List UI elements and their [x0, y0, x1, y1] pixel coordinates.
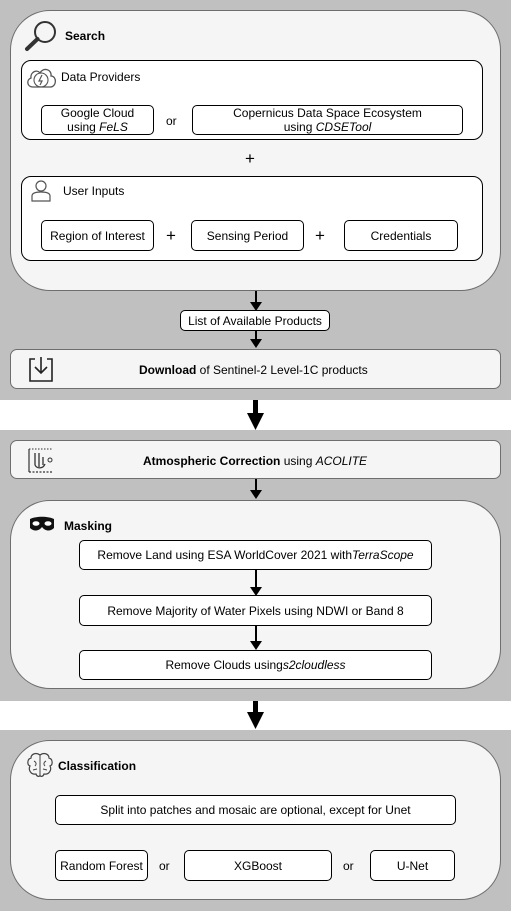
arrow-head [250, 490, 262, 499]
random-forest-box: Random Forest [55, 850, 148, 881]
remove-clouds-box: Remove Clouds using s2cloudless [79, 650, 432, 680]
masking-title: Masking [64, 519, 113, 533]
plus-sign: + [166, 226, 176, 245]
remove-water-box: Remove Majority of Water Pixels using ND… [79, 595, 432, 626]
search-icon [25, 21, 56, 51]
or-label: or [159, 859, 170, 873]
arrow-line [253, 400, 258, 416]
google-line2: using FeLS [67, 120, 128, 134]
xgboost-box: XGBoost [184, 850, 332, 881]
data-providers-title: Data Providers [61, 70, 141, 84]
plus-sign: + [245, 149, 255, 168]
user-inputs-title: User Inputs [63, 184, 125, 198]
arrow-line [253, 701, 258, 715]
arrow-head [247, 413, 264, 430]
google-cloud-box: Google Cloud using FeLS [41, 105, 154, 135]
patches-mosaic-note-box: Split into patches and mosaic are option… [55, 795, 456, 825]
unet-box: U-Net [370, 850, 455, 881]
cloud-lightning-icon [27, 68, 57, 88]
region-of-interest-box: Region of Interest [41, 220, 154, 251]
credentials-box: Credentials [344, 220, 458, 251]
classification-title: Classification [58, 759, 137, 773]
remove-land-box: Remove Land using ESA WorldCover 2021 wi… [79, 540, 432, 570]
sensing-period-box: Sensing Period [191, 220, 304, 251]
arrow-line [255, 291, 257, 305]
atmospheric-correction-icon [28, 448, 53, 473]
arrow-head [250, 339, 262, 348]
copernicus-box: Copernicus Data Space Ecosystem using CD… [192, 105, 463, 135]
or-label: or [166, 114, 177, 128]
download-text: Download of Sentinel-2 Level-1C products [139, 363, 368, 377]
or-label: or [343, 859, 354, 873]
arrow-line [255, 626, 257, 642]
arrow-line [255, 331, 257, 340]
arrow-head [250, 587, 262, 596]
arrow-head [247, 712, 264, 729]
user-icon [31, 180, 51, 202]
copernicus-line1: Copernicus Data Space Ecosystem [233, 106, 422, 120]
arrow-head [250, 641, 262, 650]
mask-icon [30, 516, 54, 531]
google-line1: Google Cloud [60, 106, 135, 120]
arrow-line [255, 479, 257, 491]
list-available-products-box: List of Available Products [180, 310, 330, 331]
arrow-head [250, 302, 262, 311]
copernicus-line2: using CDSETool [283, 120, 372, 134]
plus-sign: + [315, 226, 325, 245]
arrow-line [255, 570, 257, 588]
download-box [10, 349, 501, 389]
atmospheric-correction-box [10, 440, 501, 479]
search-title: Search [65, 29, 106, 43]
brain-icon [27, 752, 53, 777]
atmospheric-correction-text: Atmospheric Correction using ACOLITE [143, 454, 368, 468]
download-icon [29, 357, 53, 382]
